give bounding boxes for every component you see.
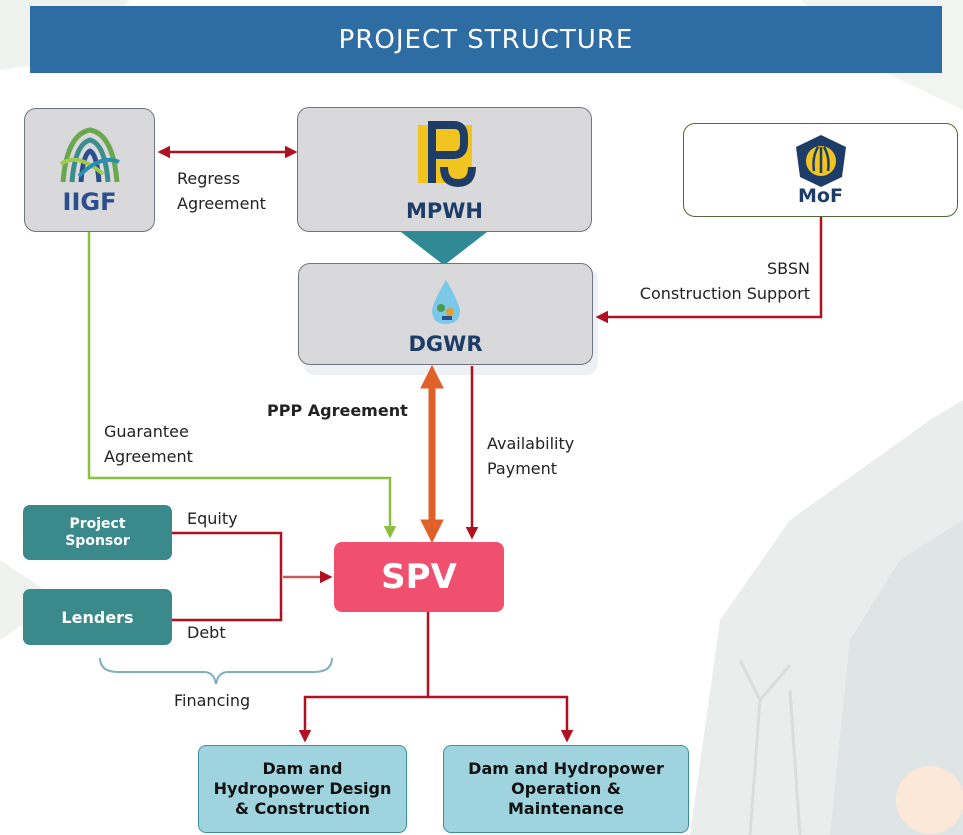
page-title: PROJECT STRUCTURE	[30, 6, 942, 73]
dgwr-label: DGWR	[408, 332, 483, 356]
guarantee-arrow	[87, 232, 397, 539]
mpwh-logo-icon	[417, 121, 476, 188]
ppp-label: PPP Agreement	[267, 401, 408, 420]
mpwh-dgwr-connector	[401, 232, 487, 263]
iigf-node: IIGF	[24, 108, 155, 232]
mof-emblem-icon	[795, 135, 846, 187]
financing-brace	[99, 657, 333, 685]
spv-output-line	[426, 612, 574, 743]
water-drop-icon	[431, 280, 460, 324]
lenders-node: Lenders	[23, 589, 172, 645]
spv-design-line	[298, 695, 428, 743]
iigf-label: IIGF	[62, 188, 117, 216]
equity-label: Equity	[187, 509, 238, 528]
mpwh-node: MPWH	[297, 107, 592, 232]
sbsn-arrow	[595, 217, 823, 324]
availability-label: Availability Payment	[487, 434, 575, 478]
dgwr-node: DGWR	[298, 263, 593, 365]
debt-label: Debt	[187, 623, 226, 642]
spv-node: SPV	[334, 542, 504, 612]
design-construction-node: Dam and Hydropower Design & Construction	[198, 745, 407, 833]
equity-line	[172, 531, 283, 622]
operation-maintenance-node: Dam and Hydropower Operation & Maintenan…	[443, 745, 689, 833]
project-sponsor-node: Project Sponsor	[23, 505, 172, 560]
mpwh-label: MPWH	[405, 199, 484, 223]
financing-label: Financing	[174, 691, 251, 710]
mof-label: MoF	[798, 185, 843, 207]
iigf-logo-icon	[59, 127, 120, 183]
regress-label: Regress Agreement	[177, 169, 266, 213]
guarantee-label: Guarantee Agreement	[104, 422, 193, 466]
sbsn-label: SBSN Construction Support	[639, 259, 810, 303]
mof-node: MoF	[683, 123, 958, 217]
